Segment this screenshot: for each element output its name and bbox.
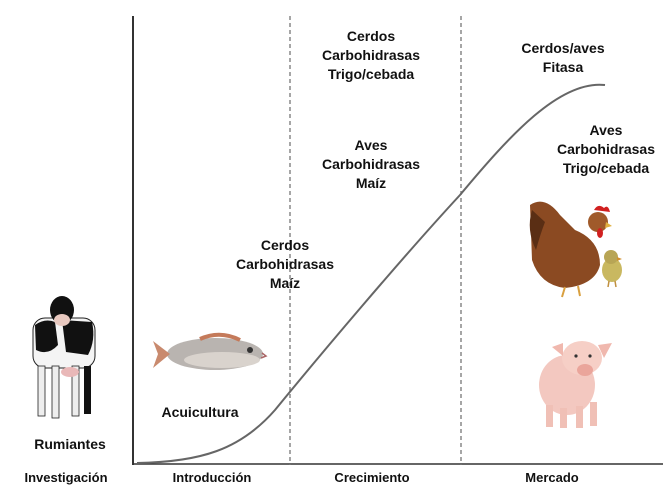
label-line: Cerdos [312,27,430,46]
phase-mercado: Mercado [525,470,578,485]
label-line: Carbohidrasas [226,255,344,274]
label-line: Aves [316,136,426,155]
label-line: Carbohidrasas [550,140,662,159]
label-line: Cerdos [226,236,344,255]
label-line: Fitasa [508,58,618,77]
label-line: Aves [550,121,662,140]
label-line: Carbohidrasas [316,155,426,174]
label-growth-cerdos: Cerdos Carbohidrasas Trigo/cebada [312,27,430,84]
label-line: Maíz [226,274,344,293]
label-intro-cerdos: Cerdos Carbohidrasas Maíz [226,236,344,293]
label-rumiantes: Rumiantes [22,435,118,454]
label-line: Carbohidrasas [312,46,430,65]
phase-investigacion: Investigación [24,470,107,485]
phase-crecimiento: Crecimiento [334,470,409,485]
label-acuicultura: Acuicultura [150,403,250,422]
label-market-cerdos-aves: Cerdos/aves Fitasa [508,39,618,77]
phase-introduccion: Introducción [173,470,252,485]
label-line: Trigo/cebada [312,65,430,84]
label-line: Trigo/cebada [550,159,662,178]
label-line: Maíz [316,174,426,193]
label-market-aves: Aves Carbohidrasas Trigo/cebada [550,121,662,178]
label-line: Cerdos/aves [508,39,618,58]
label-growth-aves: Aves Carbohidrasas Maíz [316,136,426,193]
